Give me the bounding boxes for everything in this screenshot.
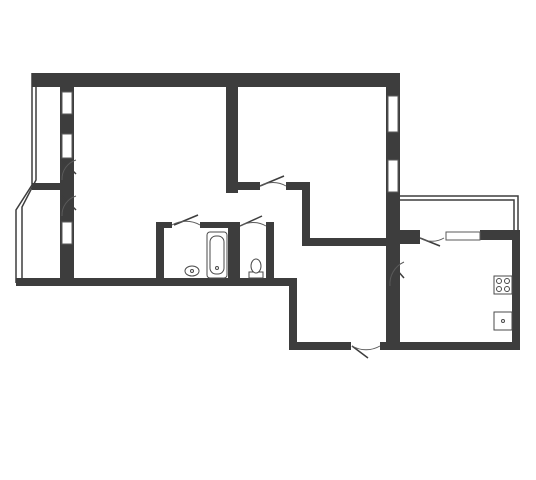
- toilet-icon: [248, 258, 264, 279]
- bathtub-icon: [206, 231, 228, 279]
- windows: [61, 91, 481, 245]
- balcony-left: [15, 73, 62, 283]
- interior-walls: [156, 87, 520, 348]
- kitchen-balcony: [400, 195, 519, 232]
- outer-walls: [16, 73, 520, 350]
- stove-icon: [493, 275, 513, 295]
- sink-icon: [184, 265, 200, 277]
- doors: [61, 159, 445, 359]
- kitchen-sink-icon: [493, 311, 513, 331]
